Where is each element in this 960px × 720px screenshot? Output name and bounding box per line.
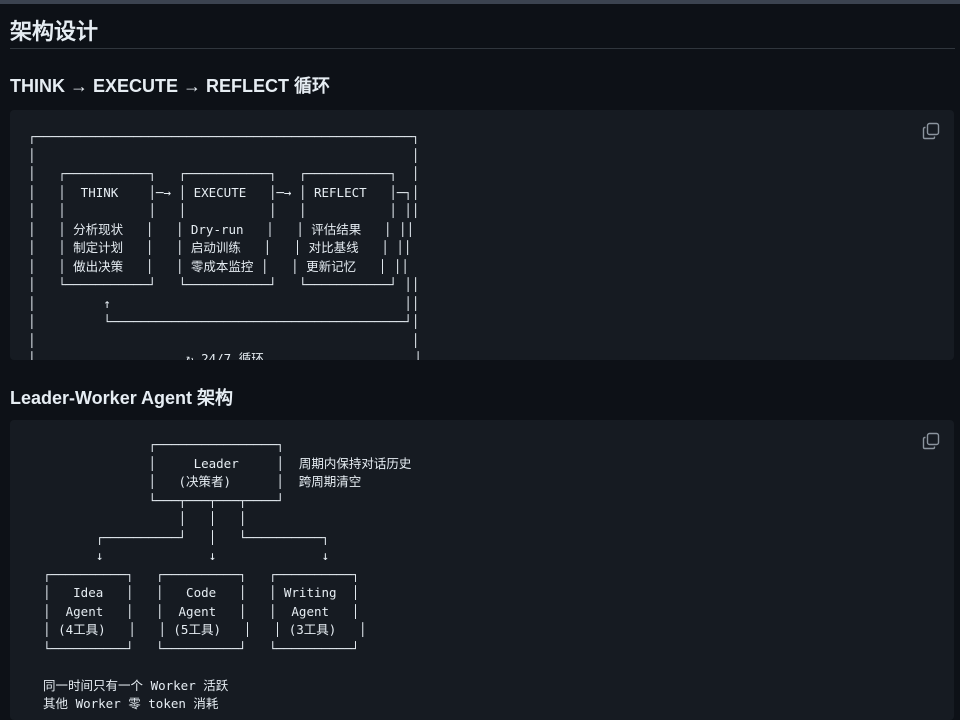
window-top-border (0, 0, 960, 4)
copy-button[interactable] (922, 432, 940, 450)
code-block-leader-worker-diagram: ┌────────────────┐ │ Leader │ 周期内保持对话历史 … (10, 420, 954, 720)
copy-button[interactable] (922, 122, 940, 140)
leader-worker-ascii-diagram: ┌────────────────┐ │ Leader │ 周期内保持对话历史 … (43, 437, 412, 711)
section-heading-leader-worker: Leader-Worker Agent 架构 (10, 388, 234, 408)
code-block-loop-diagram: ┌───────────────────────────────────────… (10, 110, 954, 360)
loop-ascii-diagram: ┌───────────────────────────────────────… (28, 129, 422, 360)
copy-icon (922, 432, 940, 450)
page-title: 架构设计 (10, 19, 99, 44)
title-divider (10, 48, 955, 49)
section-heading-loop: THINK → EXECUTE → REFLECT 循环 (10, 76, 331, 96)
copy-icon (922, 122, 940, 140)
